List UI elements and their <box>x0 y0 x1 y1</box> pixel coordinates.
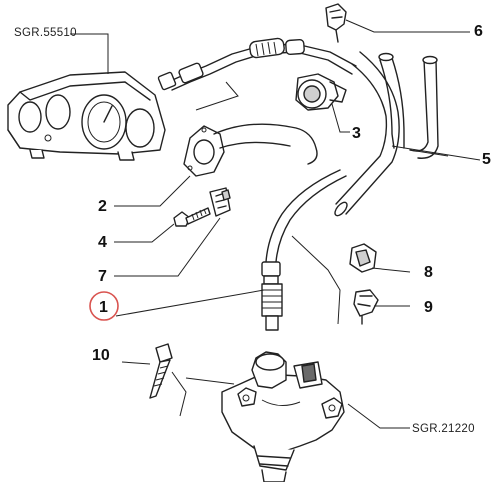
dashboard-reference: SGR.55510 <box>14 27 109 74</box>
callout-3: 3 <box>352 125 361 142</box>
gearbox-housing <box>221 351 410 482</box>
dashboard-reference-label: SGR.55510 <box>14 27 77 39</box>
callout-4: 4 <box>98 234 107 251</box>
callout-1-highlight-circle <box>89 291 119 321</box>
callout-9: 9 <box>424 299 433 316</box>
hose-part-5 <box>334 51 481 217</box>
callout-5: 5 <box>482 151 491 168</box>
clip-part-7 <box>114 187 231 277</box>
callout-6: 6 <box>474 23 483 40</box>
cable-bracket-line <box>291 235 341 325</box>
callout-7: 7 <box>98 268 107 285</box>
callout-2: 2 <box>98 198 107 215</box>
clip-part-6 <box>325 3 470 43</box>
speedometer-cable-upper <box>157 37 357 91</box>
flange-part-2 <box>114 123 318 207</box>
clip-part-9 <box>353 289 410 325</box>
gearbox-reference: SGR.21220 <box>412 423 475 435</box>
callout-labels: 6 5 3 2 4 7 8 9 10 1 <box>89 23 491 364</box>
grommet-part-3 <box>295 73 350 133</box>
callout-10: 10 <box>92 347 110 364</box>
screw-part-4 <box>114 207 211 243</box>
clip-part-8 <box>349 243 411 273</box>
callout-8: 8 <box>424 264 433 281</box>
cable-leader <box>195 81 239 111</box>
bolt-part-10 <box>121 343 235 417</box>
gearbox-reference-label: SGR.21220 <box>412 423 475 435</box>
instrument-cluster <box>7 71 166 161</box>
callout-1: 1 <box>99 299 108 316</box>
speedometer-cable-part-1 <box>115 169 347 331</box>
